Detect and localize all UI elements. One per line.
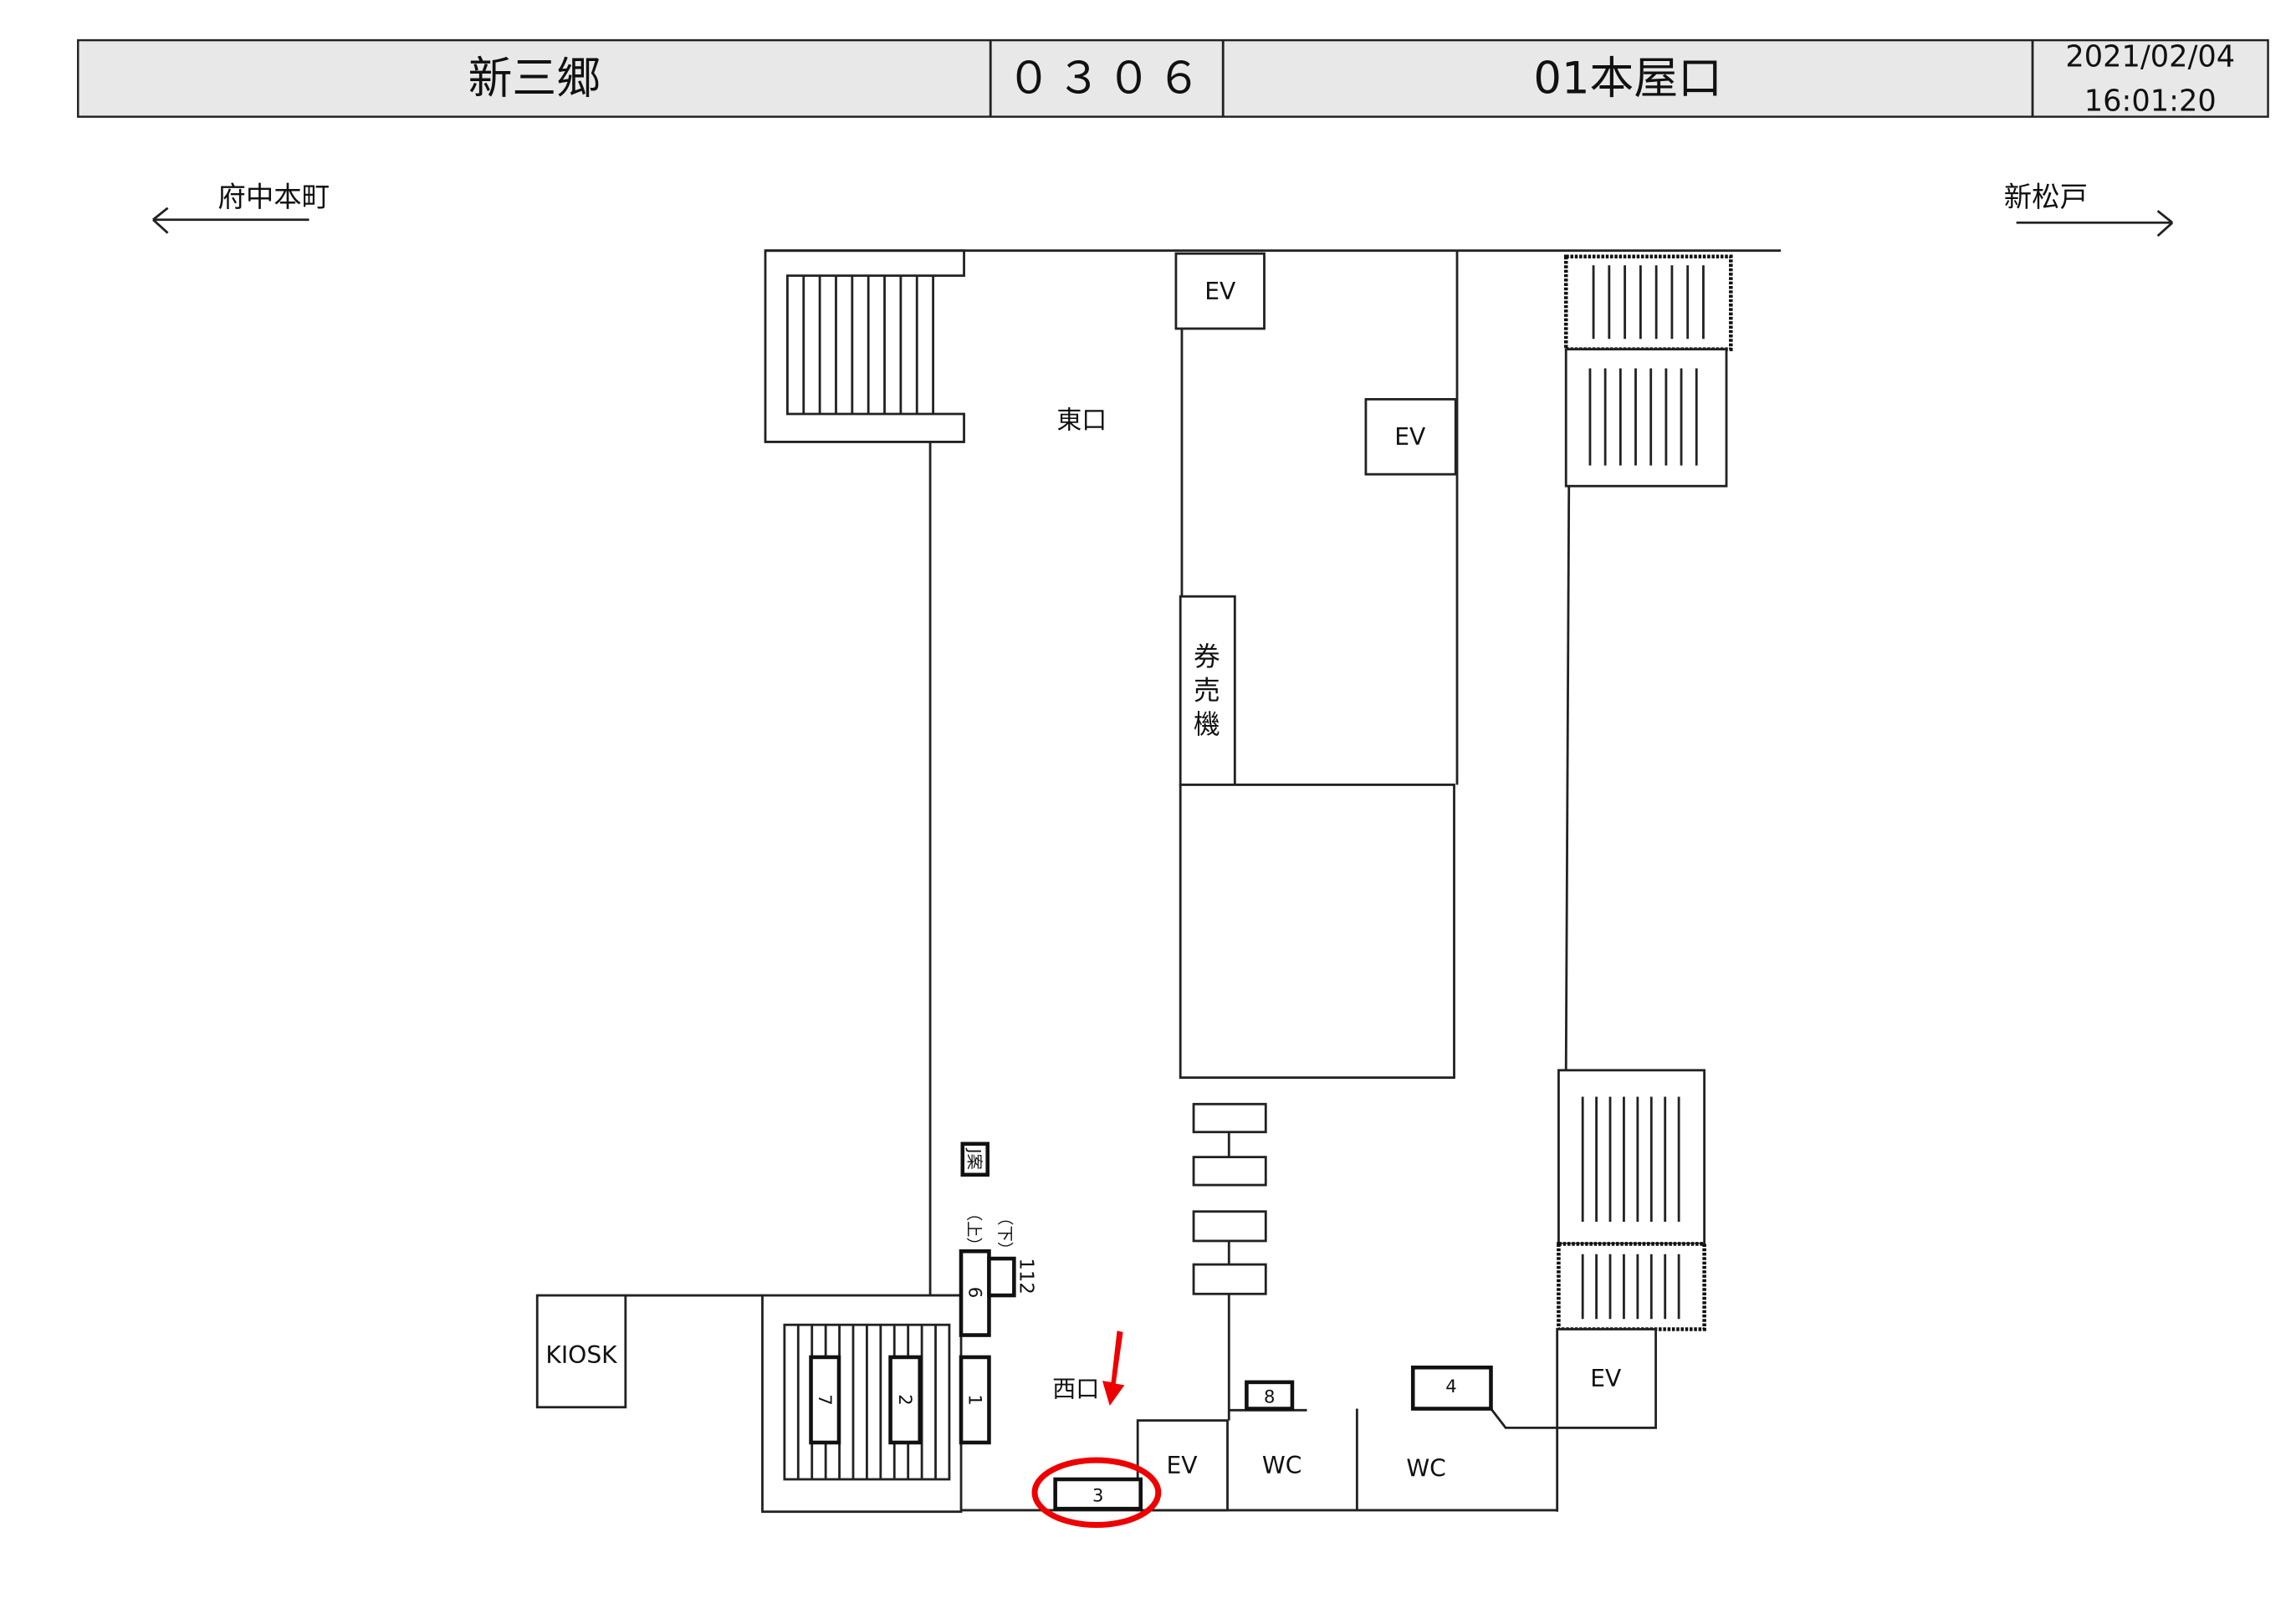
down-label: （下）: [995, 1209, 1015, 1258]
stairs-top-right-lower: [1564, 348, 1728, 488]
up-label: （上）: [964, 1205, 984, 1254]
elevator-west: [1136, 1419, 1229, 1512]
ticket-machine: [1179, 595, 1236, 786]
arrow-left-icon: [152, 207, 309, 234]
wc-label: WC: [1262, 1452, 1301, 1479]
ticket-machine-label: 機: [1194, 710, 1220, 740]
gate: [1192, 1210, 1267, 1243]
kiosk: [535, 1294, 627, 1409]
station-code: ０３０６: [1007, 53, 1207, 104]
date-text: 2021/02/04: [2065, 40, 2235, 74]
marker-2: [888, 1355, 923, 1445]
time-text: 16:01:20: [2084, 84, 2217, 119]
highlight-circle: [1031, 1457, 1162, 1529]
wall: [1490, 1407, 1557, 1429]
stairs-bottom-right-lower: [1557, 1242, 1706, 1331]
marker-3-label: 3: [1092, 1484, 1103, 1505]
marker-2-label: 2: [895, 1394, 916, 1405]
direction-left-label: 府中本町: [217, 181, 330, 213]
kiosk-label: KIOSK: [545, 1341, 618, 1369]
elevator-east: [1364, 398, 1457, 476]
marker-6: [959, 1249, 991, 1337]
header-background: [77, 38, 2269, 118]
wall: [1564, 486, 1571, 1070]
ticket-machine-label: 券: [1194, 642, 1220, 672]
red-arrow-icon: [1102, 1330, 1125, 1407]
header-bar: 新三郷 ０３０６ 01本屋口 2021/02/04 16:01:20: [77, 38, 2269, 119]
marker-8-label: 8: [1264, 1386, 1275, 1407]
walls: [625, 249, 1782, 1512]
marker-112-box: [987, 1256, 1016, 1298]
wc-label: WC: [1406, 1454, 1445, 1482]
location-name: 01本屋口: [1533, 53, 1721, 104]
marker-1: [959, 1355, 991, 1445]
ev-label: EV: [1394, 423, 1426, 451]
ticket-machine-label: 売: [1194, 676, 1220, 706]
stairs-bottom-right-upper: [1557, 1069, 1706, 1245]
marker-1-label: 1: [965, 1394, 986, 1405]
stairs-group: [761, 249, 1733, 1514]
ev-label: EV: [1590, 1365, 1622, 1392]
gate: [1192, 1263, 1267, 1295]
facilities: EV EV 東口 券 売 機 J案 （上） （下） 6 112 7 2 1 KI…: [535, 252, 1657, 1512]
ev-label: EV: [1204, 278, 1236, 305]
j-sign-box: [960, 1141, 989, 1177]
elevator-south-east: [1556, 1328, 1657, 1429]
office-room: [1179, 784, 1455, 1080]
marker-7-label: 7: [815, 1394, 836, 1405]
elevator-top: [1174, 252, 1266, 330]
direction-right-label: 新松戸: [2004, 181, 2088, 213]
arrow-right-icon: [2016, 210, 2174, 237]
marker-4-label: 4: [1445, 1376, 1456, 1397]
marker-112-label: 112: [1015, 1258, 1036, 1295]
highlight: [1031, 1330, 1162, 1529]
gate: [1192, 1102, 1267, 1134]
east-exit-label: 東口: [1056, 406, 1107, 436]
marker-7: [809, 1355, 841, 1445]
marker-6-label: 6: [965, 1287, 986, 1298]
ev-label: EV: [1166, 1452, 1198, 1479]
west-exit-label: 西口: [1052, 1375, 1099, 1402]
station-name: 新三郷: [468, 53, 601, 104]
marker-4: [1410, 1365, 1493, 1411]
direction-right: 新松戸: [2004, 181, 2174, 237]
direction-left: 府中本町: [152, 181, 330, 234]
stairs-top-left-frame: [764, 249, 965, 443]
stairs-top-right-upper: [1563, 254, 1733, 351]
marker-3: [1053, 1477, 1143, 1511]
marker-8: [1245, 1380, 1295, 1411]
gate: [1192, 1156, 1267, 1187]
j-sign-label: J案: [965, 1148, 984, 1170]
